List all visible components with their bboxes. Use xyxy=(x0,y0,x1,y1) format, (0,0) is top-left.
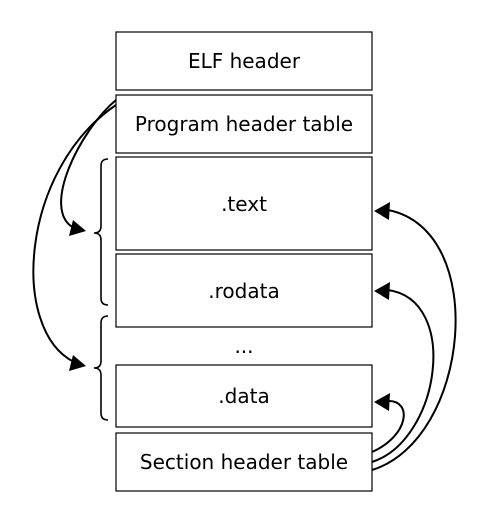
elf-header-label: ELF header xyxy=(188,49,301,73)
data-section-label: .data xyxy=(218,384,269,408)
program-header-arrowhead-upper xyxy=(69,220,86,236)
section-header-arrow-text xyxy=(371,209,457,471)
section-header-table-block: Section header table xyxy=(115,432,373,492)
elf-header-block: ELF header xyxy=(115,31,373,91)
section-header-table-box xyxy=(115,432,373,492)
program-header-table-box xyxy=(115,94,373,154)
section-header-arrow-rodata xyxy=(371,289,435,463)
data-section-block: .data xyxy=(115,364,373,428)
section-header-table-label: Section header table xyxy=(140,450,348,474)
segment-brace-upper xyxy=(93,158,109,306)
elf-header-box xyxy=(115,31,373,91)
section-header-arrow-data xyxy=(371,399,405,453)
program-header-table-block: Program header table xyxy=(115,94,373,154)
section-header-arrowhead-rodata xyxy=(374,282,390,300)
rodata-section-label: .rodata xyxy=(208,279,279,303)
text-section-box xyxy=(115,156,373,251)
rodata-section-block: .rodata xyxy=(115,253,373,328)
data-section-box xyxy=(115,364,373,428)
ellipsis-label: ... xyxy=(234,334,253,358)
program-header-table-label: Program header table xyxy=(135,112,353,136)
section-header-arrowhead-text xyxy=(374,202,390,220)
section-header-arrowhead-data xyxy=(374,393,390,411)
program-header-arrow-lower xyxy=(32,104,117,363)
program-header-arrow-upper xyxy=(60,99,117,229)
text-section-block: .text xyxy=(115,156,373,251)
text-section-label: .text xyxy=(221,192,267,216)
program-header-arrowhead-lower xyxy=(69,355,86,371)
rodata-section-box xyxy=(115,253,373,328)
segment-brace-lower xyxy=(93,315,109,421)
